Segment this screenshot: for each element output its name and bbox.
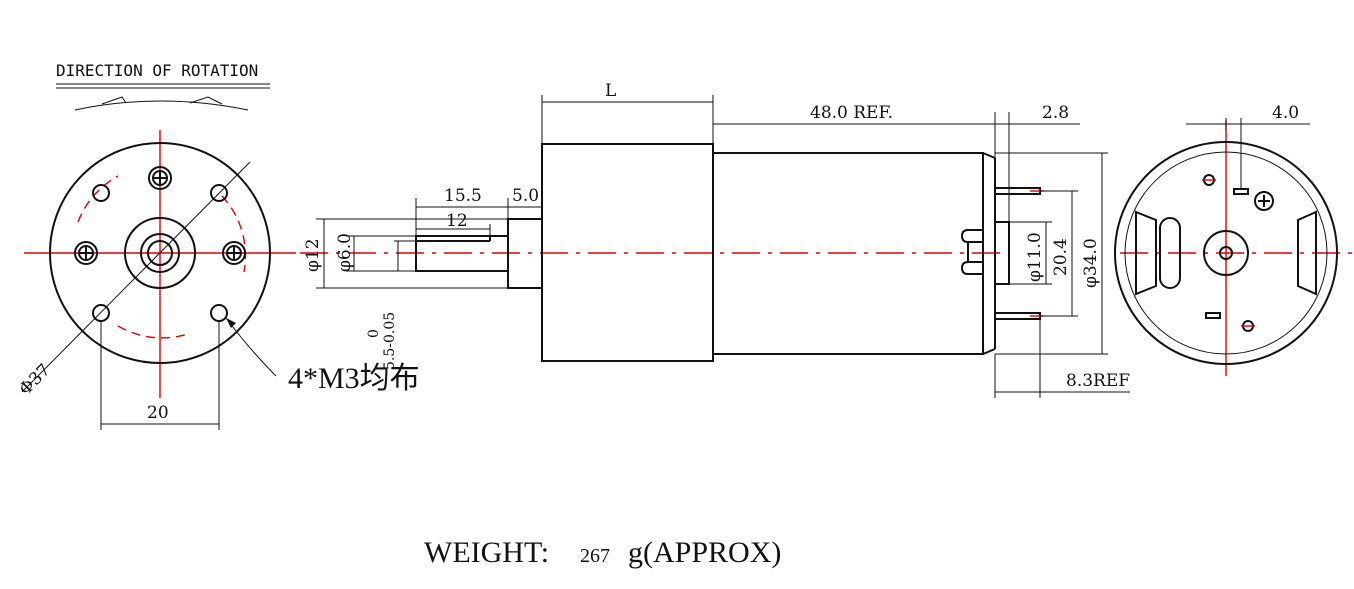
mount-hole-lower-right xyxy=(210,304,228,322)
weight-note: WEIGHT: 267 g(APPROX) xyxy=(424,536,781,569)
hole-note-leader xyxy=(225,317,277,377)
boss-length-label: 5.0 xyxy=(512,186,539,206)
mount-hole-lower-left xyxy=(92,304,110,322)
rotation-title: DIRECTION OF ROTATION xyxy=(56,61,258,80)
rear-shaft-circle xyxy=(1219,246,1233,260)
mount-hole-upper-right xyxy=(210,184,228,202)
rotation-arrow-left-icon xyxy=(101,96,127,105)
motor-length-label: 48.0 REF. xyxy=(810,103,893,123)
rotation-arrow-right-icon xyxy=(189,96,223,105)
end-cap-bottom xyxy=(982,348,996,355)
front-dia-label: Φ37 xyxy=(15,360,54,399)
rear-clip-right xyxy=(1297,210,1317,296)
screw-top-icon xyxy=(148,166,172,190)
screw-left-icon xyxy=(74,241,98,265)
rear-bearing-circle xyxy=(1203,230,1249,276)
hole-note-label: 4*M3均布 xyxy=(288,362,420,395)
rear-screw-icon xyxy=(1254,191,1274,211)
output-shaft xyxy=(415,235,509,272)
pitch-arc-upper-left xyxy=(77,175,119,223)
rear-clip-left xyxy=(1135,210,1157,296)
rotation-arc xyxy=(74,100,249,111)
gap-label: 2.8 xyxy=(1042,103,1069,123)
rear-outer-circle xyxy=(1114,141,1338,365)
rear-inner-circle xyxy=(1124,151,1328,355)
rear-terminal-lower xyxy=(1205,312,1221,319)
rear-terminal-upper xyxy=(1233,188,1249,195)
front-boss-circle xyxy=(124,217,196,289)
length-label: L xyxy=(605,81,616,101)
end-cap-top xyxy=(982,152,996,159)
front-shaft-circle xyxy=(140,233,180,273)
term-len-label: 8.3REF xyxy=(1066,371,1130,391)
motor-body xyxy=(712,152,984,355)
hole-note-arrow-icon xyxy=(226,318,236,328)
side-view: L 48.0 REF. 2.8 15.5 5.0 12 φ12 φ6.0 0 5… xyxy=(300,81,1130,398)
weight-unit: g(APPROX) xyxy=(628,536,781,569)
rear-vent-slot xyxy=(1159,217,1181,289)
dia-leader xyxy=(21,161,251,393)
weight-value: 267 xyxy=(580,545,610,567)
front-pitch-label: 20 xyxy=(147,403,169,423)
term-span-label: φ11.0 xyxy=(1025,232,1045,282)
flat-length-label: 12 xyxy=(446,211,468,231)
weight-prefix: WEIGHT: xyxy=(424,536,549,569)
flat-tol-label: 5.5-0.05 xyxy=(382,312,398,370)
front-shaft-inner-circle xyxy=(147,240,173,266)
boss-dia-label: φ12 xyxy=(303,238,323,272)
flat-tol-upper: 0 xyxy=(366,329,382,338)
rear-offset-label: 4.0 xyxy=(1272,103,1299,123)
front-view: DIRECTION OF ROTATION xyxy=(15,61,420,430)
motor-dia-label: φ34.0 xyxy=(1081,238,1101,288)
rear-view: 4.0 xyxy=(1114,103,1354,376)
pitch-arc-lower xyxy=(117,325,189,339)
shaft-total-label: 15.5 xyxy=(444,186,482,206)
screw-right-icon xyxy=(222,241,246,265)
shaft-dia-label: φ6.0 xyxy=(335,233,355,272)
term-pitch-label: 20.4 xyxy=(1051,238,1071,276)
front-outer-circle xyxy=(49,142,271,364)
rear-bearing-boss xyxy=(994,221,1010,285)
pitch-arc-right xyxy=(221,195,247,273)
clip-slot xyxy=(960,229,983,275)
mount-hole-upper-left xyxy=(92,184,110,202)
